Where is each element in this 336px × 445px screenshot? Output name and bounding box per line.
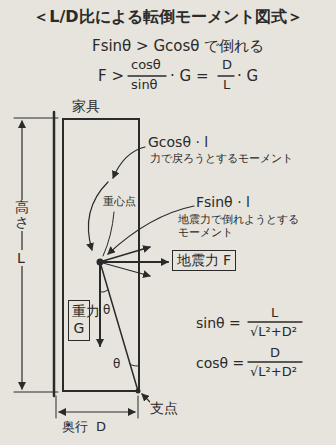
- gravity-box: 重力 G: [68, 300, 90, 341]
- formula-part: · G: [237, 68, 258, 85]
- center-of-gravity-label: 重心点: [103, 196, 136, 209]
- fraction-numerator: D: [222, 58, 232, 73]
- dimension-label: 高さ: [15, 200, 29, 231]
- formula-part: · G =: [170, 68, 209, 85]
- node-text: 地震力: [177, 253, 219, 268]
- node-text: F: [223, 253, 231, 268]
- fraction-denominator: L: [223, 78, 230, 93]
- moment-note: 地震力で倒れようとするモーメント: [178, 214, 304, 239]
- fraction-denominator: √L²+D²: [250, 365, 297, 380]
- fraction-numerator: D: [270, 346, 280, 361]
- seismic-force-box: 地震力 F: [172, 250, 236, 271]
- fraction-denominator: √L²+D²: [250, 325, 297, 340]
- angle-label: θ: [103, 304, 110, 318]
- dimension-label: D: [96, 420, 106, 435]
- fraction-numerator: L: [271, 306, 278, 321]
- condition-text: Fsinθ > Gcosθ で倒れる: [92, 38, 264, 55]
- moment-note: 力で戻ろうとするモーメント: [150, 153, 293, 166]
- moment-label: Gcosθ · l: [148, 134, 208, 150]
- formula-part: cosθ =: [196, 355, 244, 371]
- node-text: 重力: [72, 304, 86, 319]
- furniture-outline: 家具重力G: [62, 118, 140, 392]
- formula-part: F >: [98, 68, 124, 85]
- dimension-label: 奥行: [62, 420, 88, 435]
- node-text: G: [74, 321, 85, 336]
- furniture-heading: 家具: [72, 98, 100, 116]
- diagram-title: ＜L/D比による転倒モーメント図式＞: [8, 8, 328, 26]
- fraction-denominator: sinθ: [131, 78, 158, 93]
- dimension-label: L: [17, 250, 25, 266]
- fraction-numerator: cosθ: [131, 58, 161, 73]
- formula-part: sinθ =: [196, 315, 241, 331]
- moment-label: Fsinθ · l: [196, 194, 250, 210]
- pivot-label: 支点: [150, 400, 178, 416]
- angle-label: θ: [113, 358, 120, 372]
